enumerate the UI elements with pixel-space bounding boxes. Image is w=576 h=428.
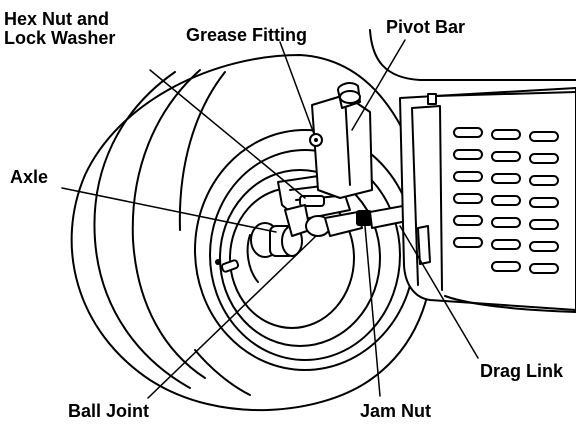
label-hex-nut-line2: Lock Washer xyxy=(4,28,116,48)
label-hex-nut-lock-washer: Hex Nut and Lock Washer xyxy=(4,10,115,48)
leader-drag-link xyxy=(399,225,479,359)
label-hex-nut-line1: Hex Nut and xyxy=(4,9,110,29)
label-grease-fitting: Grease Fitting xyxy=(186,25,308,45)
leader-ball-joint xyxy=(147,235,317,399)
label-pivot-bar: Pivot Bar xyxy=(386,17,466,37)
leader-hex-nut xyxy=(149,69,306,199)
wheel-rim xyxy=(194,129,416,371)
leader-pivot-bar xyxy=(351,39,406,131)
leader-grease-fitting xyxy=(279,41,315,135)
frame-slots xyxy=(453,127,559,274)
ball-joint xyxy=(305,210,372,237)
label-axle: Axle xyxy=(10,167,49,187)
leader-jam-nut xyxy=(364,225,381,397)
label-ball-joint: Ball Joint xyxy=(68,401,150,421)
frame-plate xyxy=(369,29,576,313)
label-jam-nut: Jam Nut xyxy=(360,401,432,421)
leader-axle xyxy=(61,187,277,233)
label-drag-link: Drag Link xyxy=(480,361,564,381)
axle-hub xyxy=(250,222,303,258)
